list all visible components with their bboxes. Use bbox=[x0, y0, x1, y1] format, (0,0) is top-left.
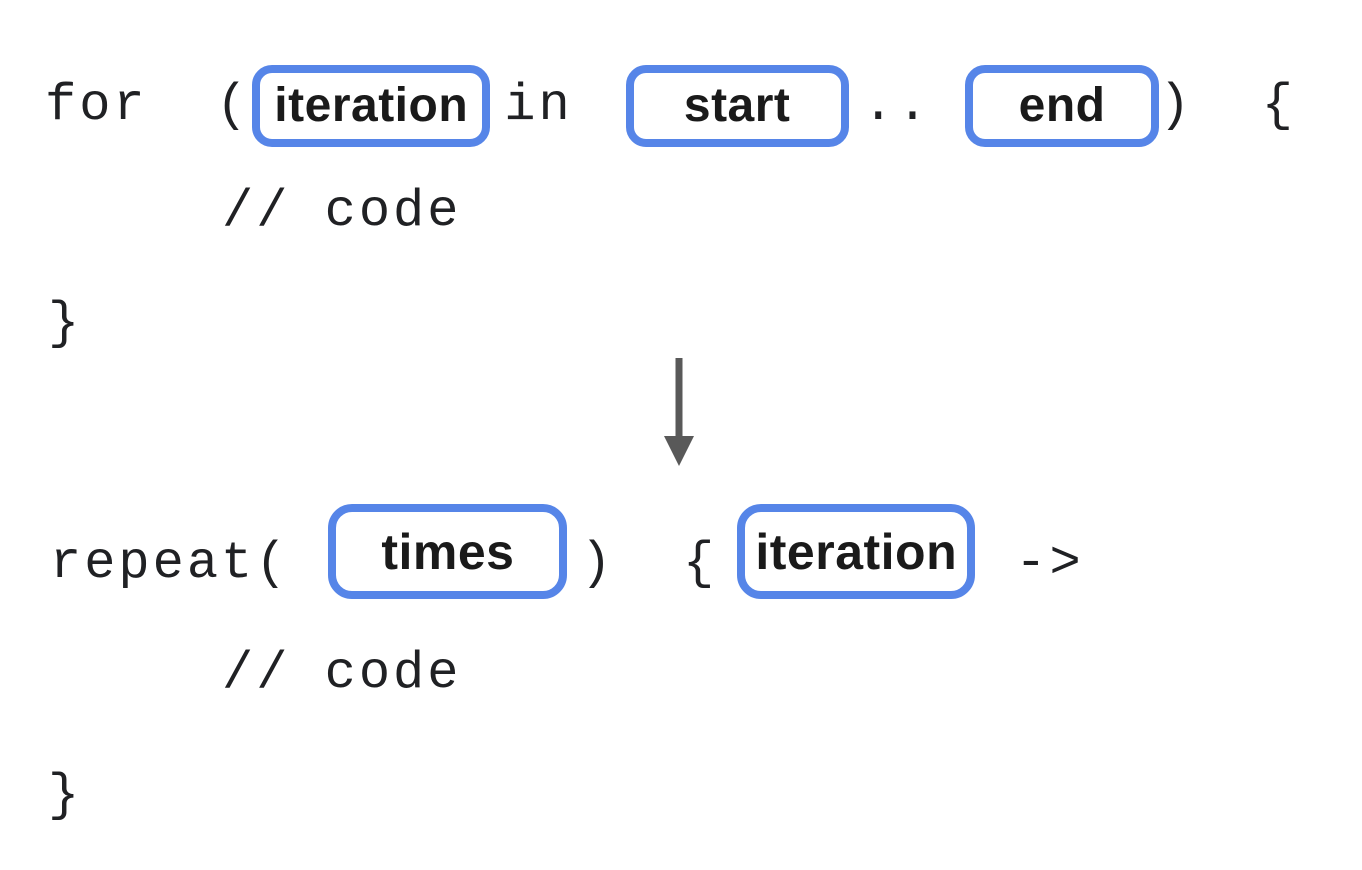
for-closing-brace: } bbox=[48, 294, 83, 353]
iteration-placeholder-chip: iteration bbox=[737, 504, 976, 599]
down-arrow-icon bbox=[664, 358, 694, 466]
for-signature-line: for ( iteration in start .. end ) { bbox=[45, 64, 1296, 148]
repeat-keyword: repeat( bbox=[50, 533, 290, 593]
for-close-paren-open-brace: ) { bbox=[1159, 76, 1296, 135]
repeat-closing-brace: } bbox=[48, 766, 83, 825]
range-operator: .. bbox=[862, 76, 932, 135]
in-keyword: in bbox=[504, 76, 573, 135]
for-body-comment: // code bbox=[222, 182, 462, 241]
end-placeholder-label: end bbox=[1018, 79, 1106, 132]
start-placeholder-label: start bbox=[683, 79, 791, 132]
iteration-placeholder-label: iteration bbox=[755, 523, 958, 580]
lambda-arrow-operator: -> bbox=[1015, 533, 1084, 593]
iteration-placeholder-label: iteration bbox=[274, 79, 469, 132]
end-placeholder-chip: end bbox=[965, 65, 1160, 147]
repeat-body-comment: // code bbox=[222, 644, 462, 703]
start-placeholder-chip: start bbox=[625, 65, 849, 147]
times-placeholder-chip: times bbox=[328, 504, 568, 599]
iteration-placeholder-chip: iteration bbox=[252, 65, 491, 147]
times-placeholder-label: times bbox=[381, 523, 515, 580]
transformation-arrow bbox=[664, 358, 694, 473]
for-keyword: for ( bbox=[45, 76, 251, 135]
repeat-close-paren-open-brace: ) { bbox=[580, 533, 718, 593]
repeat-signature-line: repeat( times ) { iteration -> bbox=[50, 503, 1084, 600]
